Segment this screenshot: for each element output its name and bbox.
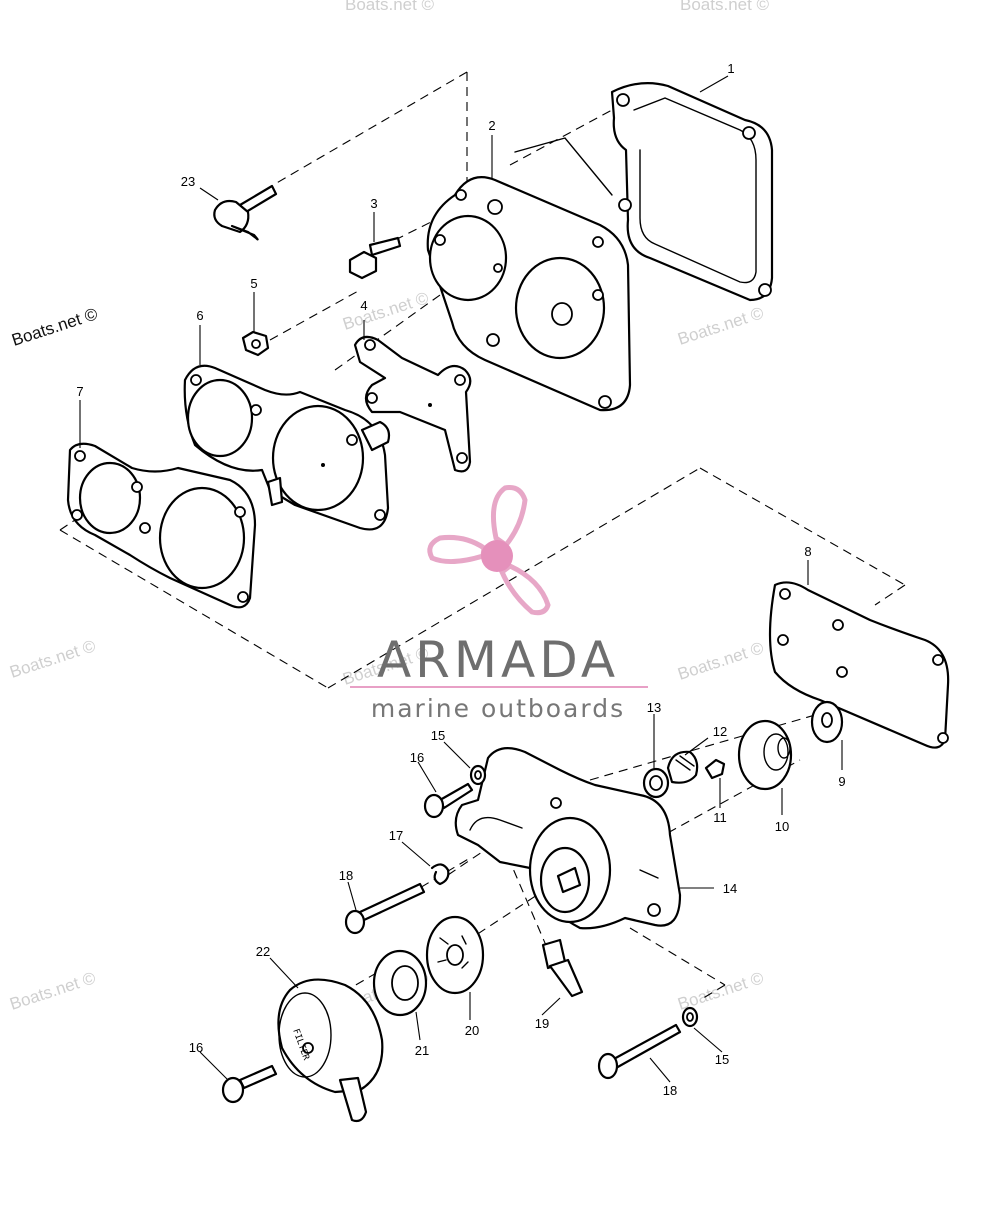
callout-7: 7 <box>76 384 83 399</box>
watermark: Boats.net © <box>7 636 98 682</box>
part-4-bracket <box>353 335 472 473</box>
part-21-gasket-ring <box>372 949 428 1017</box>
part-9-washer <box>810 700 844 744</box>
part-19-fitting <box>541 938 584 998</box>
part-10-diaphragm <box>737 719 793 791</box>
watermark: Boats.net © <box>7 968 98 1014</box>
callout-1: 1 <box>727 61 734 76</box>
callout-10: 10 <box>775 819 789 834</box>
part-1-gasket <box>610 81 774 302</box>
callout-6: 6 <box>196 308 203 323</box>
callout-16: 16 <box>189 1040 203 1055</box>
callout-5: 5 <box>250 276 257 291</box>
leader-lines <box>79 75 843 1083</box>
part-13-o-ring <box>642 767 670 799</box>
watermark: Boats.net © <box>675 303 766 349</box>
watermark: Boats.net © <box>675 638 766 684</box>
part-5-nut <box>241 330 270 357</box>
part-16-screw <box>423 782 474 819</box>
callout-9: 9 <box>838 774 845 789</box>
part-15-lock-washer <box>469 764 487 786</box>
callout-labels: 1 2 3 4 5 6 7 8 9 10 11 12 13 14 15 15 1… <box>76 61 845 1098</box>
watermark: Boats.net © <box>340 288 431 334</box>
watermark: Boats.net © <box>675 968 766 1014</box>
propeller-icon <box>427 485 551 616</box>
watermark: Boats.net © <box>680 0 770 14</box>
part-18-bolt <box>597 1023 682 1080</box>
brand-name: ARMADA <box>377 631 619 689</box>
part-2-cover <box>426 137 632 412</box>
part-3-bolt <box>348 236 402 280</box>
watermark: Boats.net © <box>345 0 435 14</box>
callout-15: 15 <box>715 1052 729 1067</box>
callout-18: 18 <box>339 868 353 883</box>
callout-3: 3 <box>370 196 377 211</box>
callout-14: 14 <box>723 881 737 896</box>
part-7-gasket <box>66 442 257 609</box>
part-16-screw <box>221 1064 278 1104</box>
callout-13: 13 <box>647 700 661 715</box>
part-8-gasket <box>768 581 950 749</box>
brand-underline <box>350 686 648 688</box>
callout-21: 21 <box>415 1043 429 1058</box>
part-22-filter-cover: FILTER <box>277 978 384 1123</box>
part-12-valve <box>666 750 699 784</box>
part-6-housing <box>183 364 391 531</box>
part-18-bolt <box>344 882 426 935</box>
callout-22: 22 <box>256 944 270 959</box>
part-23-elbow-fitting <box>213 184 278 241</box>
callout-23: 23 <box>181 174 195 189</box>
callout-11: 11 <box>713 810 727 825</box>
part-11-screw <box>704 758 726 780</box>
part-17-clip <box>430 863 450 886</box>
callout-19: 19 <box>535 1016 549 1031</box>
callout-15: 15 <box>431 728 445 743</box>
part-14-pump-body <box>454 747 682 930</box>
part-20-impeller-plate <box>425 915 485 995</box>
callout-12: 12 <box>713 724 727 739</box>
brand-logo: ARMADA marine outboards <box>350 485 648 723</box>
watermark-primary: Boats.net © <box>9 304 100 350</box>
callout-18: 18 <box>663 1083 677 1098</box>
callout-17: 17 <box>389 828 403 843</box>
callout-16: 16 <box>410 750 424 765</box>
callout-8: 8 <box>804 544 811 559</box>
brand-tagline: marine outboards <box>371 694 625 723</box>
part-15-lock-washer <box>681 1006 699 1028</box>
callout-2: 2 <box>488 118 495 133</box>
callout-20: 20 <box>465 1023 479 1038</box>
callout-4: 4 <box>360 298 367 313</box>
